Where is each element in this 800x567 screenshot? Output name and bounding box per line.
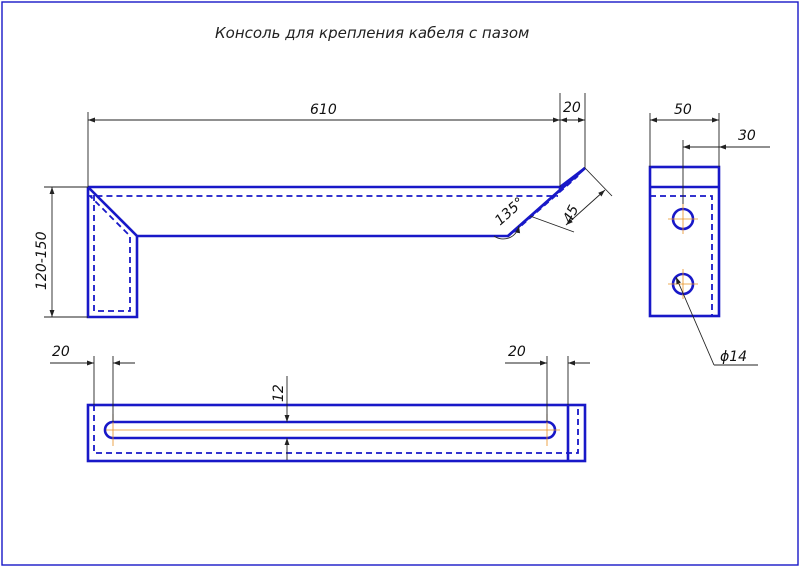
top-view: 20 20 12 (50, 344, 590, 463)
dim-tip-offset-label: 20 (563, 100, 581, 116)
dim-tip-length-label: 45 (560, 203, 582, 226)
dim-hole-diameter-label: ϕ14 (720, 349, 747, 365)
angle-arc (493, 225, 521, 240)
front-view-hidden-line (87, 195, 558, 312)
dim-ext-tip-b (529, 215, 575, 233)
dim-line-tip-length (565, 189, 606, 226)
side-view: 50 30 ϕ14 (648, 102, 770, 366)
top-view-outline (86, 403, 587, 463)
side-view-hidden-line (650, 195, 713, 316)
dim-slot-right-label: 20 (508, 344, 526, 360)
dim-hole-offset-label: 30 (738, 128, 756, 144)
dim-width-label: 50 (674, 102, 692, 118)
side-view-outline (648, 165, 721, 318)
dim-leader-hole (675, 276, 715, 366)
dim-slot-left-label: 20 (52, 344, 70, 360)
front-view: 610 20 120-150 135° 45 (34, 93, 613, 319)
dim-length-label: 610 (310, 102, 337, 118)
front-view-outline (86, 167, 586, 319)
front-view-hidden-tip (513, 175, 579, 233)
dim-slot-width-label: 12 (271, 384, 287, 402)
drawing-title: Консоль для крепления кабеля с пазом (215, 24, 529, 42)
dim-ext-tip-a (584, 167, 613, 197)
top-view-hidden-line (93, 405, 579, 454)
front-view-diagonal (87, 186, 138, 237)
front-view-tip-end (559, 166, 586, 189)
dim-height-label: 120-150 (34, 231, 50, 290)
